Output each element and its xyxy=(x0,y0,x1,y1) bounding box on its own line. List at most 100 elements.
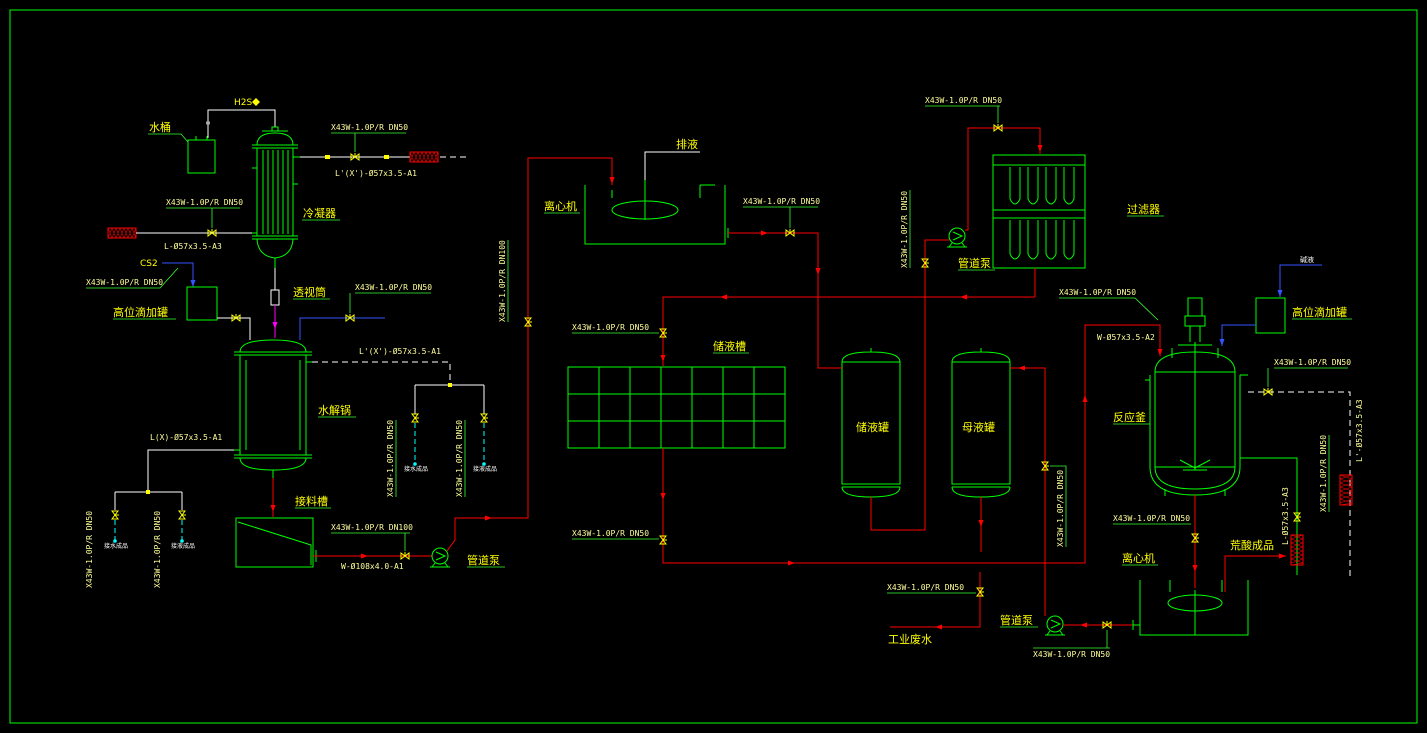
wastewater-label: 工业废水 xyxy=(888,632,932,646)
storage-tank-inlet-line xyxy=(817,297,842,369)
pipe-spec-left-feed: L-Ø57x3.5-A3 xyxy=(164,241,222,251)
valve-spec-riser: X43W-1.0P/R DN100 xyxy=(498,240,507,322)
water-bucket-leader xyxy=(148,133,189,143)
sight-glass-label: 透视筒 xyxy=(293,285,326,299)
water-bucket-nozzles xyxy=(195,136,208,140)
outlet-label: 接水成品 xyxy=(404,465,428,473)
label-underline xyxy=(395,420,466,497)
product-outlet-line xyxy=(1224,555,1286,592)
valve-spec-reactor-in: X43W-1.0P/R DN50 xyxy=(1059,288,1136,297)
valve-spec-reactor-right: X43W-1.0P/R DN50 xyxy=(1319,435,1328,512)
outlet-label: 接液成品 xyxy=(171,542,195,550)
fitting xyxy=(448,383,452,387)
pot-left-outlet-dashed xyxy=(114,520,183,540)
valve-leader xyxy=(1267,367,1348,387)
storage-trough xyxy=(567,366,786,449)
pipe-spec-pot-left: L(X)-Ø57x3.5-A1 xyxy=(150,432,222,442)
valve-spec-filter-pump: X43W-1.0P/R DN50 xyxy=(900,191,909,268)
pot-top-line xyxy=(299,317,385,340)
pipe-spec-pot-dash: L'(X')-Ø57x3.5-A1 xyxy=(359,346,441,356)
alkali-feed-line xyxy=(1279,264,1322,297)
valve-leader xyxy=(86,267,179,289)
hydrolysis-pot-label: 水解锅 xyxy=(318,403,351,417)
vent-fitting xyxy=(206,121,210,125)
centrifuge-bottom-label: 离心机 xyxy=(1122,551,1155,565)
right-section: 过滤器 X43W-1.0P/R DN50 X43W-1.0P/R DN50 管道… xyxy=(900,96,1364,636)
fitting xyxy=(384,155,389,159)
cs2-feed-line xyxy=(162,262,194,287)
valve-leader xyxy=(743,206,818,228)
outlet-label: 接液成品 xyxy=(473,465,497,473)
outlet-point xyxy=(482,462,486,466)
pot-outlet-dashed xyxy=(414,423,485,463)
water-bucket-label: 水桶 xyxy=(149,120,171,134)
condenser xyxy=(252,126,300,268)
centrifuge-top-label: 离心机 xyxy=(544,199,577,213)
valve-spec-filter-top: X43W-1.0P/R DN50 xyxy=(925,96,1002,105)
valve-spec-left-feed: X43W-1.0P/R DN50 xyxy=(166,198,243,207)
valve-spec-trough-in: X43W-1.0P/R DN50 xyxy=(572,323,649,332)
valve-spec-receiving-out: X43W-1.0P/R DN100 xyxy=(331,523,413,532)
reactor-right-line xyxy=(1240,457,1298,575)
valve-leader xyxy=(925,105,1000,123)
pump-left-label: 管道泵 xyxy=(467,553,500,567)
drain-label: 排液 xyxy=(676,137,698,151)
head-tank-right-label: 高位滴加罐 xyxy=(1292,305,1347,319)
arrow-icon xyxy=(272,322,278,329)
valve-leader xyxy=(349,292,431,313)
valve-spec-trough-out: X43W-1.0P/R DN50 xyxy=(572,529,649,538)
valve-spec-pot-top: X43W-1.0P/R DN50 xyxy=(355,283,432,292)
mother-liquor-tank-label: 母液罐 xyxy=(962,420,995,434)
water-bucket xyxy=(187,139,216,174)
centrifuge-bottom xyxy=(1132,580,1249,636)
valve-leader xyxy=(1050,465,1067,547)
wastewater-line xyxy=(890,572,981,628)
alkali-label: 碱液 xyxy=(1300,255,1314,264)
arrow-icon xyxy=(1219,339,1225,346)
pipe-spec-reactor-in: W-Ø57x3.5-A2 xyxy=(1097,332,1155,342)
pipe-spec-reactor-right: L-Ø57x3.5-A3 xyxy=(1280,487,1290,545)
return-header-line xyxy=(662,296,1035,366)
condenser-label: 冷凝器 xyxy=(303,206,336,220)
centrifuge-top xyxy=(584,180,729,245)
left-section: H2S 水桶 冷凝器 X43W-1.0P/R DN50 L' xyxy=(85,98,615,588)
riser-line xyxy=(446,157,613,552)
cs2-label: CS2 xyxy=(140,259,158,269)
h2s-label: H2S xyxy=(234,98,252,108)
valve-spec-reactor-bottom: X43W-1.0P/R DN50 xyxy=(1113,514,1190,523)
head-tank-left xyxy=(186,286,218,321)
head-tank-left-label: 高位滴加罐 xyxy=(113,305,168,319)
pipe-spec-condenser-out: L'(X')-Ø57x3.5-A1 xyxy=(335,168,417,178)
reactor-label: 反应釜 xyxy=(1113,410,1146,424)
filter-feed-line xyxy=(965,127,1041,231)
pipe-spec-reactor-dash: L'-Ø57x3.5-A3 xyxy=(1354,399,1364,462)
valve-spec-pump-bottom-out: X43W-1.0P/R DN50 xyxy=(1033,650,1110,659)
filter xyxy=(992,154,1086,269)
valve-leader xyxy=(166,207,240,228)
drain-line xyxy=(644,151,700,180)
storage-tank-outlet-line xyxy=(870,239,949,531)
valve-leader xyxy=(1059,297,1159,321)
valve-leader xyxy=(1033,630,1110,649)
outlet-point xyxy=(113,539,117,543)
pipe-spec-receiving-out: W-Ø108x4.0-A1 xyxy=(341,561,404,571)
centrifuge-outlet-line xyxy=(728,232,819,297)
outlet-label: 接水成品 xyxy=(104,542,128,550)
valve-spec-pot-dash-a: X43W-1.0P/R DN50 xyxy=(386,420,395,497)
h2s-marker-icon xyxy=(252,98,260,106)
pot-dashed-line xyxy=(312,361,451,385)
arrow-icon xyxy=(190,280,196,287)
drawing-border xyxy=(9,9,1418,724)
reactor-dashed-line xyxy=(1248,391,1351,580)
middle-section: 离心机 排液 X43W-1.0P/R DN50 X43W-1.0P/R DN50… xyxy=(544,137,1163,659)
outlet-point xyxy=(413,462,417,466)
valve-spec-pot-left-a: X43W-1.0P/R DN50 xyxy=(85,511,94,588)
hydrolysis-pot xyxy=(234,339,312,478)
valve-spec-wastewater: X43W-1.0P/R DN50 xyxy=(887,583,964,592)
arrow-icon xyxy=(1277,290,1283,297)
outlet-point xyxy=(180,539,184,543)
storage-trough-label: 储液槽 xyxy=(713,339,746,353)
pump-bottom-label: 管道泵 xyxy=(1000,613,1033,627)
receiving-tank-label: 接料槽 xyxy=(295,494,328,508)
